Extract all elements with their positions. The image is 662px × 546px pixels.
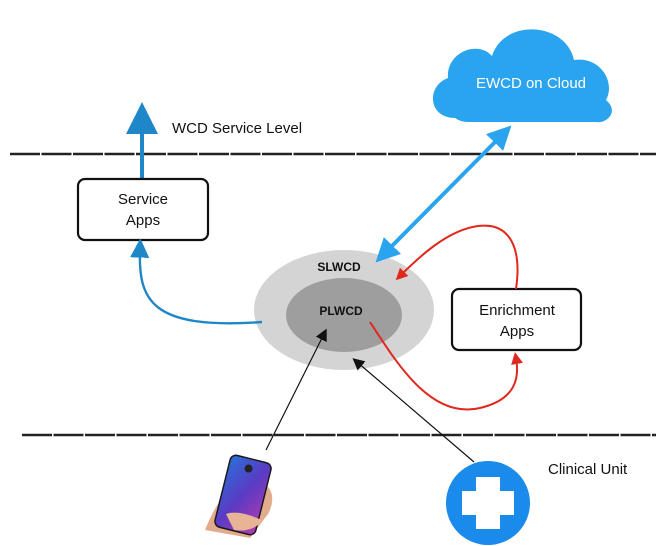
enrichment-return-arrow xyxy=(395,224,519,290)
cloud-icon xyxy=(432,29,612,123)
clinical-unit-label: Clinical Unit xyxy=(548,461,628,478)
enrichment-apps-line1: Enrichment xyxy=(479,302,556,319)
service-apps-box xyxy=(76,177,210,242)
slwcd-label: SLWCD xyxy=(317,260,361,274)
plwcd-label: PLWCD xyxy=(319,304,363,318)
enrichment-apps-line2: Apps xyxy=(500,323,534,340)
phone-to-plwcd-arrow xyxy=(265,328,327,451)
medical-cross-icon xyxy=(446,461,530,545)
cloud-link-arrow xyxy=(375,125,512,263)
clinical-to-slwcd-arrow xyxy=(352,358,475,463)
cloud-label: EWCD on Cloud xyxy=(476,75,586,92)
service-apps-line2: Apps xyxy=(126,212,160,229)
to-service-apps-arrow xyxy=(130,238,263,325)
level-label: WCD Service Level xyxy=(172,120,302,137)
enrichment-apps-box xyxy=(450,287,583,352)
service-apps-line1: Service xyxy=(118,191,168,208)
phone-icon xyxy=(205,454,273,538)
plwcd-inner-ring xyxy=(286,278,402,352)
enrichment-feed-arrow xyxy=(369,321,523,411)
